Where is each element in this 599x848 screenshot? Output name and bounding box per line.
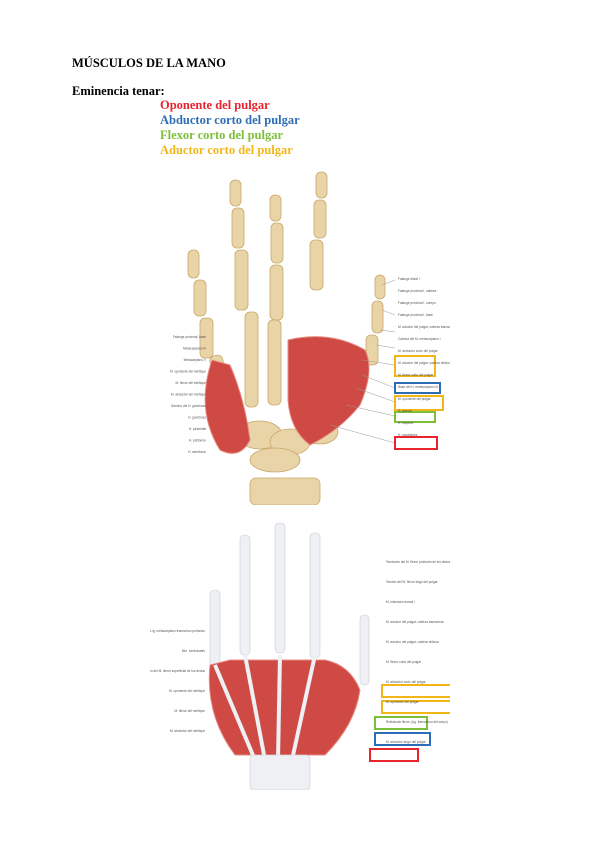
right-leader-lines bbox=[329, 279, 396, 444]
fig1-right-label-6: M. abductor corto del pulgar bbox=[398, 349, 439, 353]
fig2-right-label-8: Retináculo flexor (Lig. transverso del c… bbox=[386, 720, 448, 724]
fig1-left-label-8: H. piramidal bbox=[189, 427, 206, 431]
fig1-right-label-8: M. flexor corto del pulgar bbox=[398, 373, 434, 377]
fig2-right-label-6: M. abductor corto del pulgar bbox=[386, 680, 427, 684]
fig1-right-label-12: H. trapecio bbox=[398, 421, 414, 425]
fig1-right-label-3: Falange proximal I, base bbox=[398, 313, 433, 317]
palm-muscles-illustration: Lig. metacarpiano transverso profundoMm.… bbox=[150, 522, 450, 790]
palm-tendons-overlay bbox=[213, 654, 317, 761]
fig1-left-label-5: M. abductor del meñique bbox=[171, 393, 206, 397]
fig1-right-label-5: Cabeza del M. metacarpiano I bbox=[398, 337, 441, 341]
fig1-right-label-9: Base del H. metacarpiano III bbox=[398, 385, 438, 389]
fig2-right-label-7: M. oponente del pulgar bbox=[386, 700, 420, 704]
fig2-right-label-3: M. aductor del pulgar, cabeza transversa bbox=[386, 620, 444, 624]
fig1-left-label-2: Metacarpiano V bbox=[184, 358, 207, 362]
fig1-left-label-6: Gancho del H. ganchoso bbox=[171, 404, 206, 408]
fig1-left-label-9: H. pisiforme bbox=[189, 439, 206, 443]
fig1-left-label-1: Metacarpiano III bbox=[183, 347, 206, 351]
fig2-right-label-9: M. abductor largo del pulgar bbox=[386, 740, 427, 744]
fig2-right-label-4: M. aductor del pulgar, cabeza oblicua bbox=[386, 640, 439, 644]
fig2-left-label-3: M. oponente del meñique bbox=[169, 689, 205, 693]
fig1-right-label-11: H. grande bbox=[398, 409, 412, 413]
fig1-left-label-10: H. semilunar bbox=[188, 450, 207, 454]
fig1-left-label-7: H. ganchoso bbox=[188, 416, 206, 420]
page-title: MÚSCULOS DE LA MANO bbox=[72, 56, 226, 70]
fig1-right-label-1: Falange proximal I, cabeza bbox=[398, 289, 436, 293]
legend-item-aductor: Aductor corto del pulgar bbox=[160, 143, 293, 157]
color-legend: Oponente del pulgar Abductor corto del p… bbox=[160, 98, 300, 158]
fig1-left-label-3: M. oponente del meñique bbox=[170, 370, 206, 374]
legend-item-oponente: Oponente del pulgar bbox=[160, 98, 270, 112]
fig1-left-label-4: M. flexor del meñique bbox=[176, 381, 207, 385]
fig1-right-label-2: Falange proximal I, cuerpo bbox=[398, 301, 436, 305]
fig1-right-label-7: M. aductor del pulgar, cabeza oblicua bbox=[398, 361, 450, 365]
wrist-band bbox=[249, 754, 311, 790]
fig1-right-label-4: M. aductor del pulgar, cabeza transversa bbox=[398, 325, 450, 329]
fig1-left-label-0: Falange proximal, base bbox=[173, 335, 206, 339]
fig2-left-label-0: Lig. metacarpiano transverso profundo bbox=[150, 629, 205, 633]
highlight-boxes bbox=[394, 355, 444, 450]
thenar-muscles bbox=[287, 336, 370, 446]
fig2-right-label-5: M. flexor corto del pulgar bbox=[386, 660, 422, 664]
finger-tendons bbox=[209, 522, 370, 686]
fig2-left-label-1: Mm. lumbricales bbox=[182, 649, 206, 653]
highlight-boxes-2 bbox=[369, 684, 450, 762]
legend-item-abductor: Abductor corto del pulgar bbox=[160, 113, 300, 127]
hypothenar-muscles bbox=[204, 359, 251, 454]
fig2-left-label-4: M. flexor del meñique bbox=[175, 709, 206, 713]
fig2-left-label-5: M. abductor del meñique bbox=[170, 729, 205, 733]
fig2-right-label-1: Tendón del M. flexor largo del pulgar bbox=[386, 580, 438, 584]
fig2-right-label-0: Tendones del M. flexor profundo de los d… bbox=[386, 560, 450, 564]
section-heading: Eminencia tenar: bbox=[72, 84, 165, 98]
forearm-bones bbox=[249, 477, 321, 505]
fig1-right-label-10: M. oponente del pulgar bbox=[398, 397, 432, 401]
legend-item-flexor: Flexor corto del pulgar bbox=[160, 128, 284, 142]
fig2-right-label-2: M. interóseo dorsal I bbox=[386, 600, 415, 604]
fig1-right-label-13: H. escafoides bbox=[398, 433, 418, 437]
fig1-right-label-0: Falange distal I bbox=[398, 277, 420, 281]
palm-muscle-mass bbox=[208, 659, 361, 756]
fig2-left-label-2: Tendón del M. flexor superficial de los … bbox=[150, 669, 205, 673]
